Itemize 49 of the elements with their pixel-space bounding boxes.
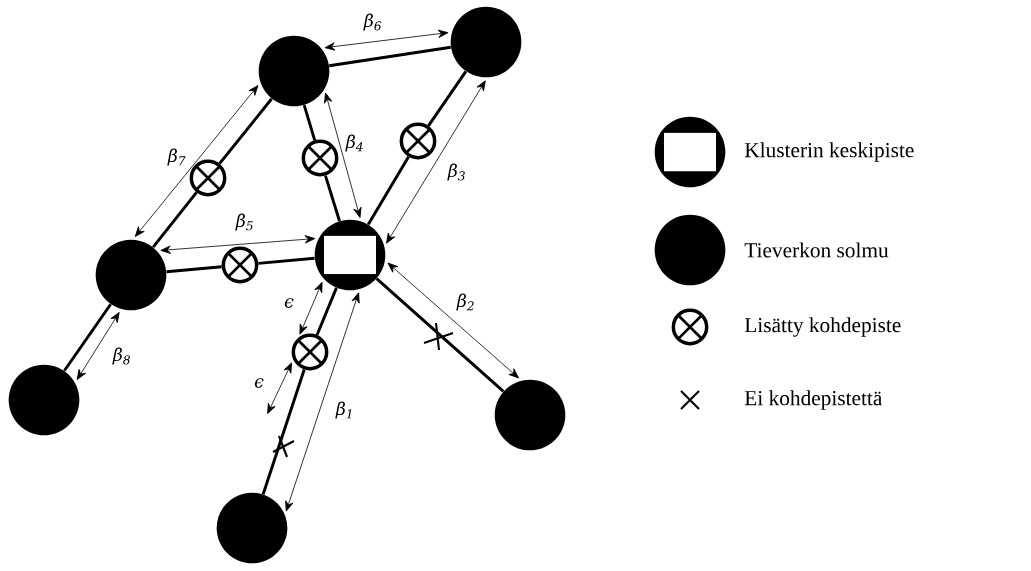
road-segment <box>261 369 306 495</box>
edge-label: ϵ <box>254 378 264 388</box>
road-segment <box>258 256 315 265</box>
distance-arrow <box>267 362 292 414</box>
distance-arrow <box>324 92 362 218</box>
road-segment <box>218 97 273 165</box>
edge-label: β$_{3}$ <box>447 163 465 181</box>
road-node <box>95 239 167 311</box>
road-node <box>494 379 566 451</box>
road-node <box>450 6 522 78</box>
edge-label: β$_{5}$ <box>235 213 253 231</box>
distance-arrow <box>134 85 259 237</box>
edge-label: β$_{2}$ <box>456 293 474 311</box>
road-segment <box>63 303 112 372</box>
distance-arrow <box>324 29 449 51</box>
distance-arrow <box>386 80 486 244</box>
road-segment <box>427 70 468 127</box>
road-segment <box>152 191 198 249</box>
edge-label: β$_{1}$ <box>335 401 352 419</box>
target-point <box>399 122 437 160</box>
edge-label: β$_{4}$ <box>345 134 363 152</box>
road-segment <box>166 265 222 274</box>
road-node <box>216 492 288 564</box>
edge-label: β$_{7}$ <box>167 148 186 166</box>
distance-arrow <box>76 312 120 380</box>
road-segment <box>302 104 317 141</box>
legend-label: Tieverkon solmu <box>744 242 889 258</box>
edge-label: ϵ <box>284 298 294 308</box>
legend-label: Lisätty kohdepiste <box>744 317 901 337</box>
road-segment <box>367 156 410 226</box>
distance-arrow <box>285 292 360 512</box>
road-segment <box>315 287 338 336</box>
distance-arrow <box>387 262 519 379</box>
road-segment <box>324 175 341 222</box>
cluster-center <box>314 219 386 291</box>
target-point <box>189 159 227 197</box>
edge-label: β$_{6}$ <box>363 13 382 31</box>
edge-label: β$_{8}$ <box>112 347 130 365</box>
target-point <box>291 333 329 371</box>
road-segment <box>375 277 505 393</box>
distance-arrow <box>160 235 316 254</box>
road-segment <box>329 45 452 68</box>
legend-label: Ei kohdepistettä <box>744 390 883 410</box>
road-node <box>258 35 330 107</box>
distance-arrow <box>299 281 323 335</box>
legend-label: Klusterin keskipiste <box>744 142 914 162</box>
road-node <box>8 364 80 436</box>
target-point <box>301 139 339 177</box>
target-point <box>221 246 259 284</box>
